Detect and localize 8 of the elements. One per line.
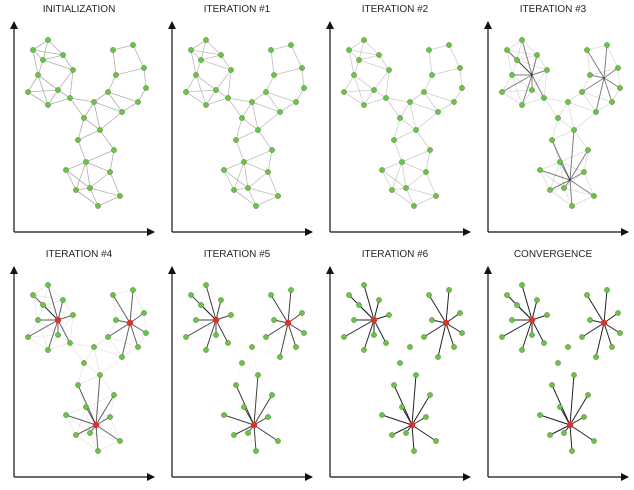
panel-title: ITERATION #3 xyxy=(518,4,588,15)
panel-title: ITERATION #4 xyxy=(44,249,114,260)
panel-title: ITERATION #6 xyxy=(360,249,430,260)
panel-title: INITIALIZATION xyxy=(42,4,116,15)
panel-title: ITERATION #2 xyxy=(360,4,430,15)
panel-title: CONVERGENCE xyxy=(512,249,594,260)
panel-title: ITERATION #1 xyxy=(202,4,272,15)
panel-title: ITERATION #5 xyxy=(202,249,272,260)
